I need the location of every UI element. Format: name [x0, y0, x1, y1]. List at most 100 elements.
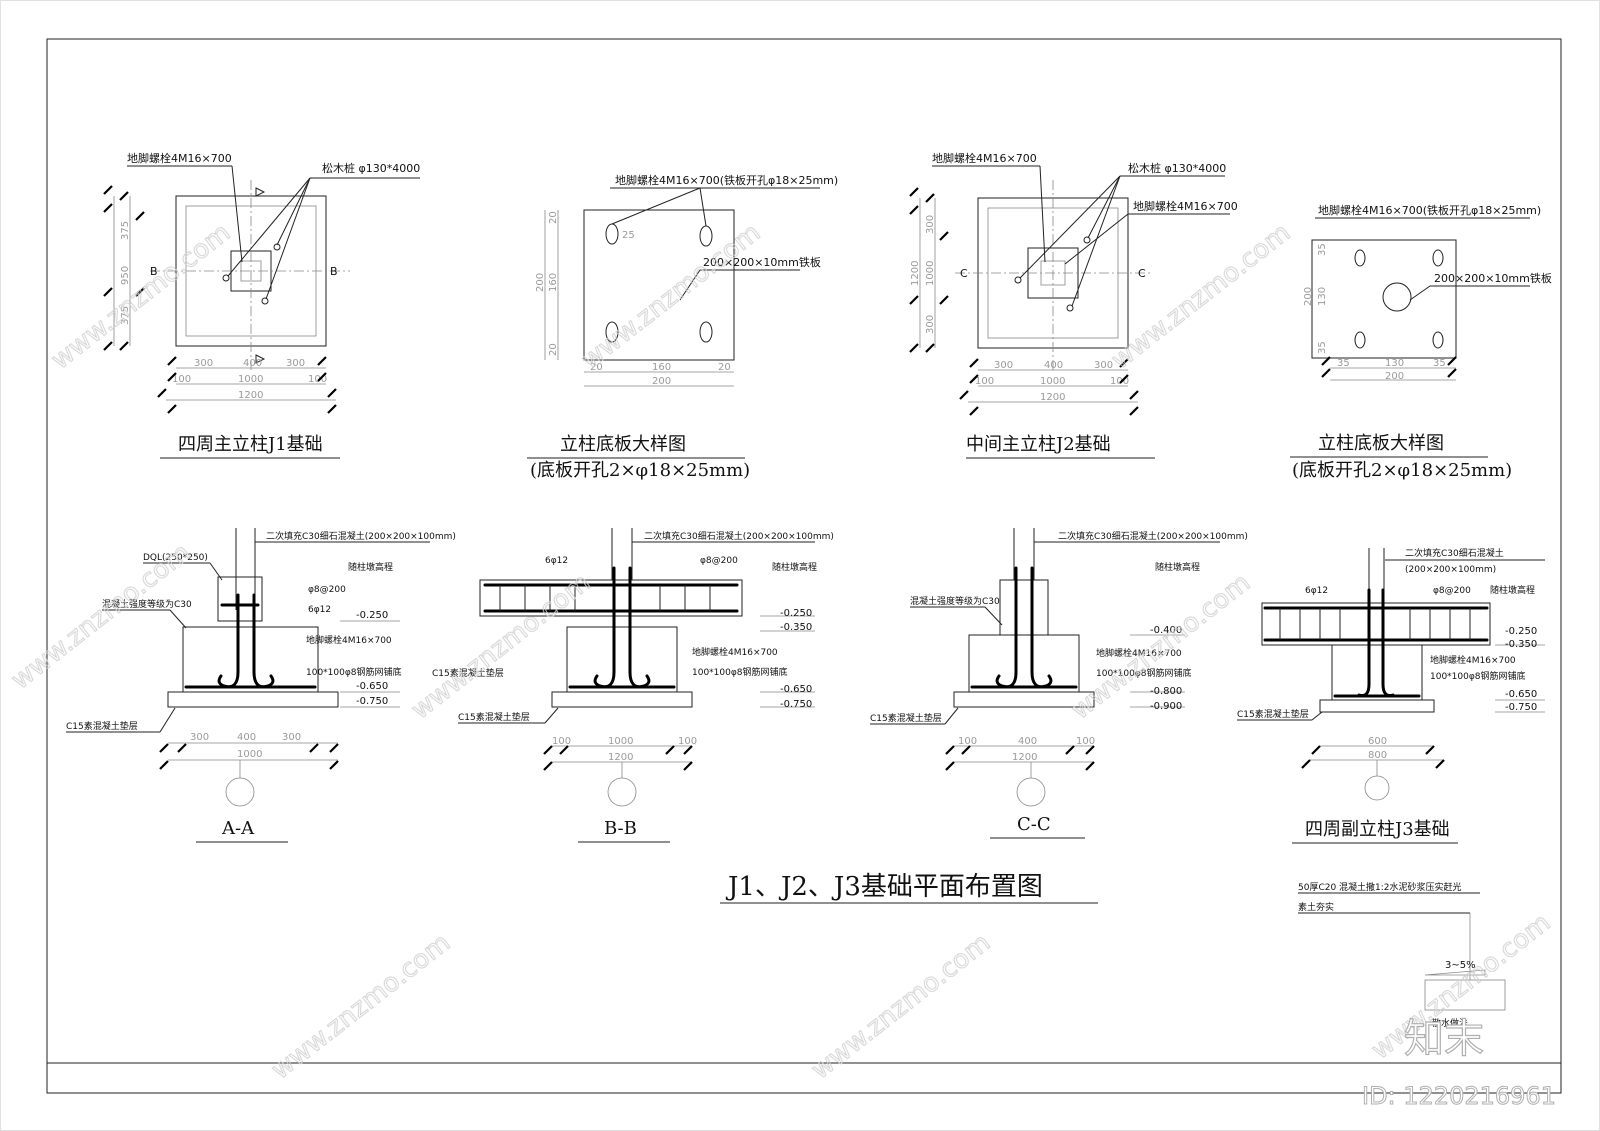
plate2-center-hole	[1382, 282, 1412, 312]
bb-note-pad2: C15素混凝土垫层	[458, 711, 530, 723]
aa-note-pad: C15素混凝土垫层	[66, 720, 138, 732]
aa-leader-conc-2	[169, 609, 187, 629]
plate1-leader-5	[679, 269, 701, 301]
aa-dim-b1-a: 300	[190, 732, 209, 743]
plate1-dim-v-b: 160	[548, 273, 559, 292]
j3-levels: -0.250 -0.350 -0.650 -0.750	[1495, 626, 1545, 713]
plate1-title: 立柱底板大样图	[560, 434, 686, 455]
plate2-dim-b2: 200	[1385, 371, 1404, 382]
plate2-title: 立柱底板大样图	[1318, 433, 1444, 454]
aa-note-beam-top: 随柱墩高程	[348, 561, 393, 573]
j1-sec-right: B	[330, 265, 338, 278]
j1-pile-3	[261, 297, 269, 305]
j1-dims-left: 375 950 375	[103, 185, 145, 351]
j3-leader-pad-2	[1311, 711, 1323, 721]
aa-leader-dql-2	[209, 562, 223, 581]
j1-dim-b1-b: 400	[243, 358, 262, 369]
cc-note-pad: C15素混凝土垫层	[870, 712, 942, 724]
plate2-dims: 35 130 35 200 35 130 35 200	[1303, 243, 1457, 382]
bb-note-fill: 二次填充C30细石混凝土(200×200×100mm)	[644, 530, 834, 542]
cc-note-beam-top: 随柱墩高程	[1155, 561, 1200, 573]
bb-title: B-B	[604, 818, 637, 839]
plate1-leader-3	[699, 187, 707, 227]
j1-flag-top	[255, 187, 266, 197]
j1-dim-v-b: 950	[120, 266, 131, 285]
plate2-hole-3	[1354, 331, 1366, 349]
main-title: J1、J2、J3基础平面布置图	[725, 872, 1043, 902]
plate2-hole-2	[1432, 249, 1444, 267]
j2-sec-left: C	[960, 267, 968, 280]
section-bb: 二次填充C30细石混凝土(200×200×100mm) 6φ12 φ8@200 …	[432, 528, 834, 843]
watermark-logo: 知末	[1404, 1016, 1484, 1062]
j2-leader-pile-b	[1087, 175, 1121, 239]
j2-note-bolt: 地脚螺栓4M16×700	[932, 151, 1037, 165]
j1-note-bolt: 地脚螺栓4M16×700	[127, 151, 232, 165]
j2-sec-right: C	[1138, 267, 1146, 280]
j2-dim-b2-c: 100	[1110, 376, 1129, 387]
plate1-hole-dim: 25	[622, 230, 635, 241]
bb-dim-b1-b: 1000	[608, 736, 633, 747]
plate1-outline	[583, 209, 735, 361]
j3-level-4: -0.750	[1505, 702, 1537, 713]
bb-level-2: -0.350	[780, 622, 812, 633]
j2-dim-b1-b: 400	[1044, 360, 1063, 371]
plate1-dim-b2: 200	[652, 376, 671, 387]
plate1-note-bolt: 地脚螺栓4M16×700(铁板开孔φ18×25mm)	[615, 173, 838, 187]
j1-leader-pile-c	[265, 177, 311, 300]
j1-dim-b1-a: 300	[194, 358, 213, 369]
apron-note-1: 50厚C20 混凝土撒1:2水泥砂浆压实赶光	[1298, 881, 1462, 893]
plan-plate1: 25 地脚螺栓4M16×700(铁板开孔φ18×25mm) 200×200×10…	[527, 173, 838, 481]
apron-note-2: 素土夯实	[1298, 901, 1334, 913]
bb-dims: 100 1000 100 1200	[543, 736, 697, 771]
bb-dim-b2: 1200	[608, 752, 633, 763]
j1-flag-bottom	[255, 354, 266, 364]
plate2-dim-b1-c: 35	[1433, 358, 1446, 369]
plate2-hole-4	[1432, 331, 1444, 349]
j2-note-bolt2: 地脚螺栓4M16×700	[1133, 199, 1238, 213]
plate1-dim-v2: 200	[535, 273, 546, 292]
j1-leader-pile-b	[276, 177, 311, 246]
cc-note-bolt: 地脚螺栓4M16×700	[1096, 647, 1182, 659]
apron-layer	[1424, 979, 1506, 1011]
j2-dim-b3: 1200	[1040, 392, 1065, 403]
aa-note-conc: 混凝土强度等级为C30	[102, 598, 192, 610]
j2-dims-left: 300 1000 300 1200	[909, 187, 949, 353]
j2-title: 中间主立柱J2基础	[966, 434, 1111, 455]
j2-leader-pile-c	[1071, 175, 1121, 307]
j3-note-bar: 6φ12	[1305, 586, 1328, 596]
bb-note-stirrup: φ8@200	[700, 556, 738, 566]
bb-note-bolt: 地脚螺栓4M16×700	[692, 646, 778, 658]
plate1-dim-b1-b: 160	[652, 362, 671, 373]
bb-pad	[551, 691, 693, 708]
j1-dim-b2-c: 100	[308, 374, 327, 385]
j3-note-fill: 二次填充C30细石混凝土	[1405, 547, 1504, 559]
plate2-note-bolt: 地脚螺栓4M16×700(铁板开孔φ18×25mm)	[1318, 203, 1541, 217]
plate2-subtitle: (底板开孔2×φ18×25mm)	[1292, 460, 1512, 481]
aa-dql-beam	[217, 576, 263, 622]
cc-leader-pad-2	[944, 707, 959, 725]
aa-level-3: -0.750	[356, 696, 388, 707]
j3-title: 四周副立柱J3基础	[1305, 819, 1450, 840]
j3-dims: 600 800	[1301, 736, 1445, 769]
j1-dim-b2-a: 100	[172, 374, 191, 385]
cc-note-fill: 二次填充C30细石混凝土(200×200×100mm)	[1058, 530, 1248, 542]
cc-leader-conc-2	[984, 606, 1003, 626]
bb-stirrups	[499, 585, 711, 611]
j2-pile-2	[1083, 236, 1091, 244]
aa-dim-b1-b: 400	[237, 732, 256, 743]
aa-note-bar: 6φ12	[308, 605, 331, 615]
j3-level-2: -0.350	[1505, 639, 1537, 650]
plate2-outline	[1311, 239, 1457, 359]
j2-leader-bolt2-b	[1064, 213, 1129, 265]
cc-note-mesh: 100*100φ8钢筋网铺底	[1096, 667, 1192, 679]
j3-level-1: -0.250	[1505, 626, 1537, 637]
j1-dim-b1-c: 300	[286, 358, 305, 369]
bb-dim-b1-c: 100	[678, 736, 697, 747]
j3-pad	[1319, 699, 1435, 713]
aa-note-bolt: 地脚螺栓4M16×700	[306, 634, 392, 646]
aa-note-dql: DQL(250*250)	[143, 553, 208, 563]
drawing-frame	[46, 38, 1562, 1094]
j2-dim-v-c: 300	[925, 315, 936, 334]
